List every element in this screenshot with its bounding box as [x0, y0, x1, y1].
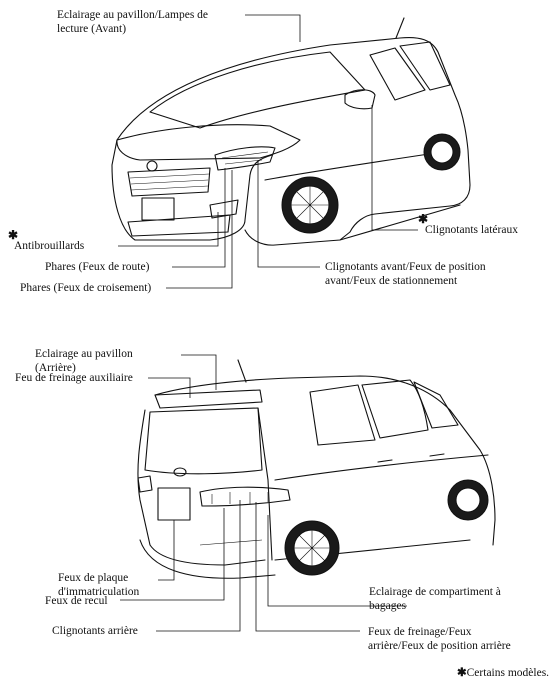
- marker-fog-lights: ✱: [8, 228, 19, 242]
- label-fog-lights: Antibrouillards: [14, 240, 85, 252]
- footnote-marker: ✱: [457, 667, 467, 679]
- label-reverse: Feux de recul: [45, 595, 108, 607]
- label-brake-tail: Feux de freinage/Feux arrière/Feux de po…: [368, 626, 511, 652]
- label-side-turn-signals: Clignotants latéraux: [425, 224, 518, 236]
- label-front-turn-signals: Clignotants avant/Feux de position avant…: [325, 261, 486, 287]
- label-high-mount-brake: Feu de freinage auxiliaire: [15, 372, 133, 384]
- marker-side-turn-signals: ✱: [418, 212, 429, 226]
- rear-leader-lines: [120, 354, 407, 632]
- label-roof-lamp-front: Eclairage au pavillon/Lampes de lecture …: [57, 9, 209, 35]
- label-high-beam: Phares (Feux de route): [45, 261, 150, 273]
- label-license-plate: Feux de plaque d'immatriculation: [58, 572, 140, 598]
- rear-car-drawing: [137, 359, 496, 579]
- footnote: ✱Certains modèles.: [457, 666, 549, 680]
- front-leader-lines: [118, 14, 418, 289]
- footnote-text: Certains modèles.: [466, 667, 550, 679]
- label-rear-turn-signals: Clignotants arrière: [52, 625, 138, 637]
- front-car-drawing: [111, 17, 471, 246]
- label-roof-lamp-rear: Eclairage au pavillon (Arrière): [35, 348, 133, 374]
- label-low-beam: Phares (Feux de croisement): [20, 282, 152, 294]
- label-cargo-lamp: Eclairage de compartiment à bagages: [369, 586, 501, 612]
